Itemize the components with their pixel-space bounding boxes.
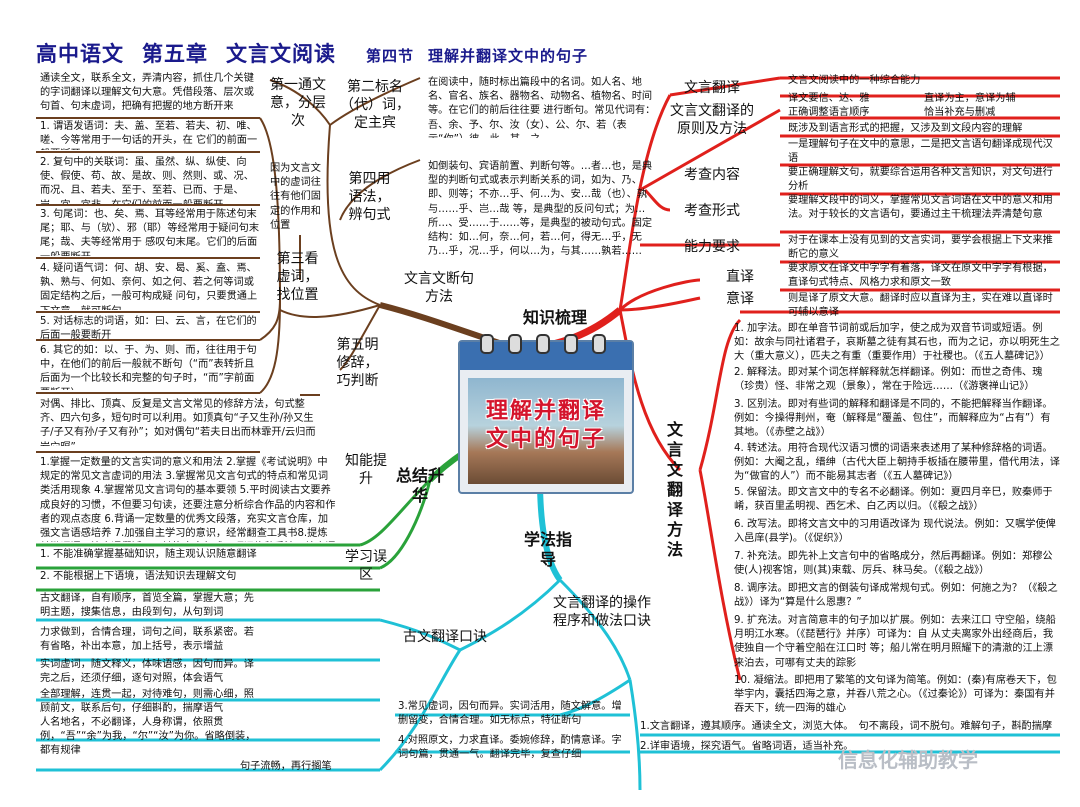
note-rhetoric: 对偶、排比、顶真、反复是文言文常见的修辞方法，句式整齐、四六句多，短句时可以利用… — [40, 399, 316, 446]
right-content-2: 一是理解句子在文中的意思，二是把文言语句翻译成现代汉语 — [788, 139, 1053, 165]
method-1: 1. 加字法。即在单音节词前或后加字，使之成为双音节词或短语。例如：故余与同社诸… — [734, 323, 1060, 363]
note-general: 通读全文，联系全文，弄清内容，抓住几个关键的字词翻译以理解文句大意。凭借段落、层… — [40, 73, 254, 113]
topic-ancient-formula: 古文翻译口诀 — [403, 629, 487, 645]
topic-literal: 直译 — [726, 269, 754, 285]
center-title-line1: 理解并翻译 — [485, 399, 606, 424]
method-4: 4. 转述法。用符合现代汉语习惯的词语来表述用了某种修辞格的词语。例如：大阉之乱… — [734, 443, 1060, 483]
right-form-2: 要理解文段中的词义，掌握常见文言词语在文中的意义和用法。对于较长的文言语句，要通… — [788, 195, 1053, 221]
method-5: 5. 保留法。即文言文中的专名不必翻译。例如：夏四月辛巳，败秦师于崤，获百里孟明… — [734, 487, 1053, 513]
note-step2: 在阅读中，随时标出篇段中的名词。如人名、地名、官名、族名、器物名、动物名、植物名… — [428, 77, 656, 138]
note-4: 4. 疑问语气词：何、胡、安、曷、奚、盍、焉、孰、熟与、何如、奈何、如之何、若之… — [40, 263, 258, 310]
topic-procedure: 文言翻译的操作程序和做法口诀 — [553, 595, 651, 629]
procedure-1: 1.文言翻译，遵其顺序。通读全文，浏览大体。 句不离段，词不脱句。难解句子，斟酌… — [640, 721, 1053, 732]
method-9: 9. 扩充法。对言简意丰的句子加以扩展。例如：去来江口 守空船，绕船月明江水寒。… — [734, 615, 1056, 669]
page-title: 高中语文第五章文言文阅读第四节理解并翻译文中的句子 — [36, 42, 589, 66]
topic-form: 考查形式 — [684, 203, 740, 219]
method-7: 7. 补充法。即先补上文言句中的省略成分，然后再翻译。例如：郑穆公使(人)视客馆… — [734, 551, 1053, 577]
method-8: 8. 调序法。即把文言的倒装句译成常规句式。例如：何施之为？（《殽之战》）译为“… — [734, 583, 1058, 609]
formula-5: 人名地名，不必翻译，人身称谓，依照贯例，“吾”“余”为我，“尔”“汝”为你。省略… — [40, 717, 256, 757]
note-step4: 如倒装句、宾语前置、判断句等。…者…也，是典型的判断句式或表示判断关系的词，如为… — [428, 161, 653, 258]
note-5: 5. 对话标志的词语，如：曰、云、言，在它们的后面一般要断开 — [40, 316, 257, 339]
note-1: 1. 谓语发语词：夫、盖、至若、若夫、初、唯、嗟、今等常用于一句话的开头，在 它… — [40, 121, 258, 150]
right-principle-2: 正确调整语言顺序 — [788, 107, 870, 118]
note-3: 3. 句尾词：也、矣、焉、耳等经常用于陈述句末尾；耶、与（欤）、邪（耶）等经常用… — [40, 209, 260, 256]
note-mistake-1: 1. 不能准确掌握基础知识，随主观认识随意翻译 — [40, 549, 257, 560]
topic-step4: 第四用语法，辨句式 — [348, 171, 391, 223]
note-skills: 1.掌握一定数量的文言实词的意义和用法 2.掌握《考试说明》中规定的常见文言虚词… — [40, 457, 336, 540]
formula-3: 实词虚词，随文释义，体味语感，因句而异。译完之后，还须仔细，逐句对照，体会语气 — [40, 659, 254, 685]
topic-skills: 知能提升 — [345, 453, 387, 487]
center-image: 理解并翻译 文中的句子 — [468, 378, 624, 484]
topic-principles: 文言文翻译的原则及方法 — [670, 103, 754, 137]
procedure-2: 2.详审语境，探究语气。省略词语，适当补充。 — [640, 741, 854, 752]
right-ability: 对于在课本上没有见到的文言实词，要学会根据上下文来推断它的意义 — [788, 235, 1053, 261]
method-2: 2. 解释法。即对某个词怎样解释就怎样翻译。例如：而世之奇伟、瑰（珍贵）怪、非常… — [734, 367, 1043, 393]
topic-sentence-method: 文言文断句方法 — [404, 271, 474, 305]
formula-6: 句子流畅，再行搁笔 — [240, 761, 332, 772]
note-2: 2. 复句中的关联词：虽、虽然、纵、纵使、向使、假使、苟、故、是故、则、然则、或… — [40, 157, 254, 204]
formula-2: 力求做到，合情合理，词句之间，联系紧密。若有省略，补出本意，加上括号，表示增益 — [40, 627, 254, 653]
method-6: 6. 改写法。即将文言文中的习用语改译为 现代说法。例如：又嘱学使俾入邑庠(县学… — [734, 519, 1056, 545]
topic-content: 考查内容 — [684, 167, 740, 183]
topic-step1: 第一通文意，分层次 — [270, 77, 326, 129]
method-10: 10. 凝缩法。即把用了繁笔的文句译为简笔。例如：(秦)有席卷天下，包举宇内，囊… — [734, 675, 1057, 715]
right-free: 则是译了原文大意。翻译时应以直译为主，实在难以直译时可辅以意译 — [788, 293, 1053, 319]
branch-translation-methods: 文言文翻译方法 — [666, 420, 683, 559]
topic-mistakes: 学习误区 — [345, 549, 387, 583]
right-definition: 文言文阅读中的一种综合能力 — [788, 75, 921, 86]
note-mistake-2: 2. 不能根据上下语境，语法知识去理解文句 — [40, 571, 237, 582]
formula-1: 古文翻译，自有顺序，首览全篇，掌握大意；先明主题，搜集信息，由段到句，从句到词 — [40, 593, 254, 619]
procedure-3: 3.常见虚词，因句而异。实词活用，随文解意。增删留变，合情合理。如无标点，特征断… — [398, 701, 622, 727]
right-principle-1b: 直译为主，意译为辅 — [924, 93, 1016, 104]
branch-summary: 总结升华 — [396, 466, 445, 505]
branch-method: 学法指导 — [524, 530, 573, 569]
branch-knowledge: 知识梳理 — [522, 308, 587, 327]
topic-wenyan-translation: 文言翻译 — [684, 80, 740, 96]
note-aux: 因为文言文中的虚词往往有他们固定的作用和位置 — [270, 163, 321, 231]
right-principle-1: 译文要信、达、雅 — [788, 93, 870, 104]
formula-4: 全部理解，连贯一起，对待难句，则需心细，照顾前文，联系后句，仔细斟酌，揣摩语气 — [40, 689, 254, 715]
topic-step3: 第三看虚词，找位置 — [276, 251, 319, 303]
note-6: 6. 其它的如：以、于、为、则、而，往往用于句中，在他们的前后一般就不断句（“而… — [40, 345, 257, 390]
right-content-1: 既涉及到语言形式的把握，又涉及到文段内容的理解 — [788, 123, 1023, 134]
center-title-line2: 文中的句子 — [485, 427, 606, 452]
procedure-4: 4.对照原文，力求直译。委婉修辞，酌情意译。字词句篇，贯通一气。翻译完毕，复查仔… — [398, 735, 622, 761]
topic-step2: 第二标名（代）词，定主宾 — [340, 79, 410, 131]
topic-ability: 能力要求 — [684, 239, 740, 255]
center-topic-card: 理解并翻译 文中的句子 — [458, 334, 634, 494]
method-3: 3. 区别法。即对有些词的解释和翻译是不同的，不能把解释当作翻译。例如：今操得荆… — [734, 399, 1053, 439]
watermark: 信息化辅助教学 — [838, 748, 978, 772]
right-principle-2b: 恰当补充与删减 — [924, 107, 996, 118]
topic-free: 意译 — [726, 291, 754, 307]
topic-step5: 第五明修辞，巧判断 — [336, 337, 379, 389]
right-literal: 要求原文在译文中字字有着落，译文在原文中字字有根据，直译句式特点、风格力求和原文… — [788, 263, 1053, 289]
right-form-1: 要正确理解文句，就要综合运用各种文言知识，对文句进行分析 — [788, 167, 1053, 193]
